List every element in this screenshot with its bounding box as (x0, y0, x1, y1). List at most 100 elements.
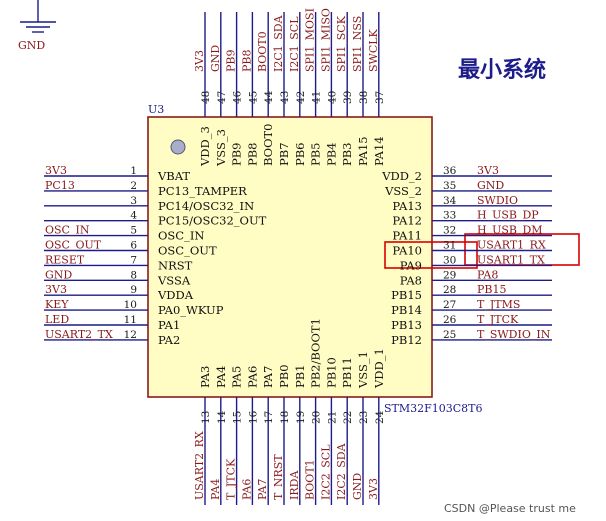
pin-number-right: 33 (443, 210, 456, 222)
pin-number-top: 46 (232, 90, 244, 104)
net-label-right: T_SWDIO_IN (477, 328, 551, 341)
pin-name-top: VDD_3 (198, 126, 212, 167)
net-label-top: PB8 (240, 50, 253, 72)
net-label-left: OSC_OUT (45, 239, 102, 252)
net-label-left: 3V3 (45, 164, 67, 177)
pin-number-top: 43 (279, 91, 291, 104)
pin-number-top: 39 (342, 91, 354, 104)
net-label-left: RESET (45, 253, 85, 266)
net-label-top: 3V3 (193, 50, 206, 72)
pin-number-top: 38 (358, 91, 370, 104)
pin-number-top: 48 (200, 91, 212, 104)
pin-number-right: 35 (443, 180, 456, 192)
pin-number-top: 42 (295, 91, 307, 104)
pin-name-bottom: PB11 (340, 357, 354, 388)
pin-number-bottom: 24 (374, 410, 386, 424)
pin-name-bottom: PB2/BOOT1 (309, 318, 323, 388)
net-label-top: SPI1_SCK (335, 15, 348, 72)
net-label-right: USART1_TX (477, 253, 545, 266)
net-label-top: SPI1_MISO (319, 8, 332, 72)
pin-name-top: PB9 (230, 142, 244, 166)
pin-number-bottom: 23 (358, 411, 370, 424)
pin-number-right: 30 (443, 254, 456, 266)
pin-number-right: 29 (443, 269, 456, 281)
pin-number-top: 37 (374, 91, 386, 104)
net-label-bottom: I2C2_SDA (335, 442, 348, 500)
pin-number-bottom: 21 (326, 411, 338, 424)
pin-name-right: PB13 (391, 318, 422, 332)
net-label-bottom: BOOT1 (304, 459, 317, 500)
pin-number-bottom: 20 (311, 411, 323, 424)
net-label-right: H_USB_DM (477, 224, 543, 237)
net-label-top: SPI1_NSS (351, 16, 364, 72)
pin-number-bottom: 15 (232, 411, 244, 424)
part-reference: U3 (148, 103, 164, 116)
pin-number-top: 47 (216, 91, 228, 104)
net-label-bottom: PA4 (209, 479, 222, 500)
part-name: STM32F103C8T6 (384, 402, 483, 415)
net-label-bottom: IRDA (288, 470, 301, 500)
pin-name-left: PA2 (158, 333, 180, 347)
diagram-title: 最小系统 (458, 57, 546, 83)
pin-number-left: 3 (130, 195, 137, 207)
net-label-top: SPI1_MOSI (304, 8, 317, 72)
net-label-left: LED (45, 313, 69, 326)
pin-name-left: PC15/OSC32_OUT (158, 214, 267, 228)
net-label-bottom: 3V3 (367, 478, 380, 500)
net-label-top: PB9 (225, 50, 238, 72)
pin-name-left: PA0_WKUP (158, 303, 224, 317)
pin-name-left: PA1 (158, 318, 180, 332)
pin-name-bottom: PB10 (324, 357, 338, 388)
pin-name-bottom: PA4 (214, 366, 228, 388)
pin-name-top: PA15 (356, 136, 370, 166)
pin-name-right: PA8 (400, 273, 422, 287)
net-label-left: PC13 (45, 179, 75, 192)
pin-name-top: PA14 (372, 136, 386, 166)
ground-symbol-icon (20, 0, 56, 33)
pin-number-top: 40 (326, 91, 338, 104)
net-label-right: T_JTMS (477, 298, 520, 311)
net-label-right: GND (477, 179, 504, 192)
highlight-box-chip-pins (384, 241, 478, 269)
pin-number-right: 34 (443, 195, 457, 207)
pin-name-top: PB8 (245, 142, 259, 166)
net-label-top: I2C1_SCL (288, 16, 301, 72)
pin-number-right: 36 (443, 165, 457, 177)
pin-name-left: PC13_TAMPER (158, 184, 247, 198)
pin-name-right: PA11 (392, 229, 422, 243)
pin-number-top: 41 (311, 91, 323, 104)
pin-number-bottom: 17 (263, 411, 275, 424)
net-label-bottom: PA6 (240, 479, 253, 500)
pin-number-bottom: 22 (342, 411, 354, 424)
pin-name-left: VBAT (157, 169, 190, 183)
pin-name-right: VSS_2 (384, 184, 422, 198)
pin-number-bottom: 13 (200, 411, 212, 424)
pin-number-right: 31 (443, 240, 456, 252)
pin-number-left: 9 (130, 284, 137, 296)
pin-name-right: PA9 (400, 258, 422, 272)
pin-number-left: 7 (130, 254, 137, 266)
pin-number-left: 2 (130, 180, 137, 192)
net-label-left: 3V3 (45, 283, 67, 296)
pin-name-top: PB7 (277, 142, 291, 166)
pin-number-right: 27 (443, 299, 456, 311)
pin-name-top: PB3 (340, 142, 354, 166)
net-label-top: BOOT0 (256, 31, 269, 72)
pin-name-bottom: PA6 (245, 366, 259, 388)
pin-number-top: 45 (247, 91, 259, 104)
net-label-bottom: T_NRST (272, 454, 285, 500)
pin-name-right: PB15 (391, 288, 422, 302)
pin-number-right: 32 (443, 225, 456, 237)
net-label-right: PA8 (477, 268, 498, 281)
pin-number-left: 8 (130, 269, 137, 281)
pin-name-left: VDDA (157, 288, 194, 302)
pin-name-top: VSS_3 (214, 129, 228, 167)
pin-name-bottom: VSS_1 (356, 351, 370, 389)
pin-name-right: PA10 (392, 244, 422, 258)
net-label-top: SWCLK (367, 28, 380, 72)
pin-name-right: VDD_2 (381, 169, 422, 183)
watermark: CSDN @Please trust me (444, 502, 576, 515)
net-label-bottom: I2C2_SCL (319, 444, 332, 500)
net-label-right: PB15 (477, 283, 506, 296)
